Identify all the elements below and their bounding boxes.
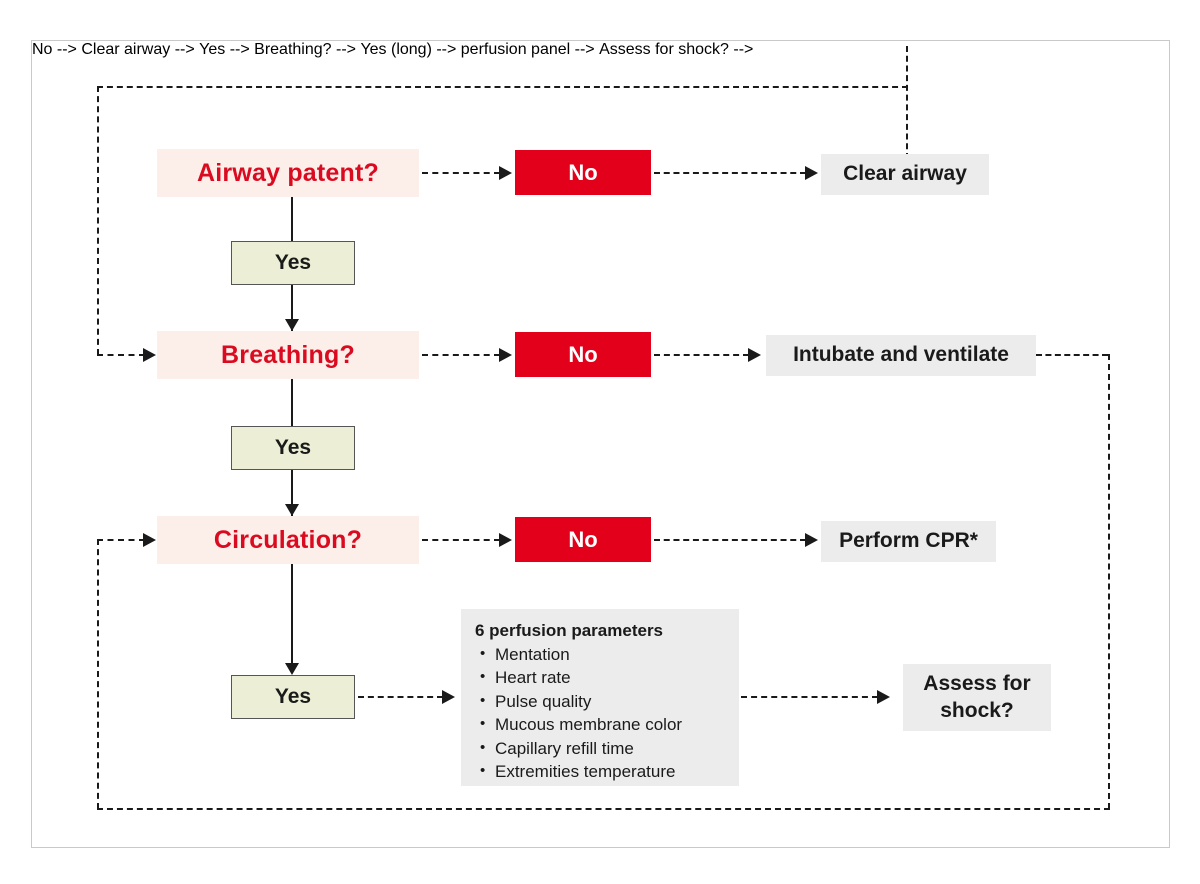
node-circulation-no[interactable]: No bbox=[515, 517, 651, 562]
node-airway-question[interactable]: Airway patent? bbox=[157, 149, 419, 197]
list-item: Pulse quality bbox=[480, 689, 723, 713]
loop-breathing-vertical-right bbox=[1108, 354, 1110, 809]
edge-no-to-cpr-arrowhead bbox=[805, 533, 818, 547]
node-breathing-yes[interactable]: Yes bbox=[231, 426, 355, 470]
edge-no-to-intubate-arrowhead bbox=[748, 348, 761, 362]
list-item: Mucous membrane color bbox=[480, 712, 723, 736]
loop-breathing-horizontal-out bbox=[1036, 354, 1108, 356]
list-item: Capillary refill time bbox=[480, 736, 723, 760]
edge-circulation-to-no-arrowhead bbox=[499, 533, 512, 547]
edge-breathing-to-yes bbox=[291, 379, 293, 431]
loop-airway-horizontal-in bbox=[97, 354, 145, 356]
edge-airway-to-no-arrowhead bbox=[499, 166, 512, 180]
edge-circulation-to-yes-arrowhead bbox=[285, 663, 299, 675]
node-breathing-question[interactable]: Breathing? bbox=[157, 331, 419, 379]
loop-airway-arrowhead bbox=[143, 348, 156, 362]
edge-perfusion-to-assess-arrowhead bbox=[877, 690, 890, 704]
loop-airway-vertical-right bbox=[906, 46, 908, 159]
edge-airway-to-no bbox=[422, 172, 500, 174]
edge-no-to-intubate bbox=[654, 354, 749, 356]
edge-circulation-to-yes bbox=[291, 564, 293, 672]
node-airway-yes[interactable]: Yes bbox=[231, 241, 355, 285]
diagram-frame: Airway patent? No --> No Clear airway --… bbox=[31, 40, 1170, 848]
list-item: Extremities temperature bbox=[480, 759, 723, 783]
edge-yes-to-circulation-arrowhead bbox=[285, 504, 299, 516]
edge-no-to-cpr bbox=[654, 539, 806, 541]
edge-perfusion-to-assess bbox=[741, 696, 878, 698]
edge-yes-to-breathing-arrowhead bbox=[285, 319, 299, 331]
loop-bottom-horizontal bbox=[97, 808, 1110, 810]
loop-airway-horizontal-top bbox=[97, 86, 908, 88]
node-airway-no[interactable]: No bbox=[515, 150, 651, 195]
node-assess-for-shock[interactable]: Assess for shock? bbox=[903, 664, 1051, 731]
node-perform-cpr[interactable]: Perform CPR* bbox=[821, 521, 996, 562]
assess-shock-line-2: shock? bbox=[940, 698, 1014, 722]
perfusion-parameter-list: Mentation Heart rate Pulse quality Mucou… bbox=[475, 642, 723, 783]
perfusion-panel-title: 6 perfusion parameters bbox=[475, 621, 664, 640]
loop-circulation-horizontal-in bbox=[97, 539, 145, 541]
edge-no-to-clear-airway bbox=[654, 172, 806, 174]
loop-circulation-arrowhead bbox=[143, 533, 156, 547]
node-intubate-ventilate[interactable]: Intubate and ventilate bbox=[766, 335, 1036, 376]
loop-bottom-vertical-left bbox=[97, 539, 99, 809]
node-circulation-question[interactable]: Circulation? bbox=[157, 516, 419, 564]
edge-breathing-to-no bbox=[422, 354, 500, 356]
edge-yes-to-breathing bbox=[291, 285, 293, 337]
edge-circulation-to-no bbox=[422, 539, 500, 541]
edge-yes-to-circulation bbox=[291, 470, 293, 522]
node-clear-airway[interactable]: Clear airway bbox=[821, 154, 989, 195]
edge-no-to-clear-airway-arrowhead bbox=[805, 166, 818, 180]
assess-shock-line-1: Assess for bbox=[923, 672, 1031, 696]
node-breathing-no[interactable]: No bbox=[515, 332, 651, 377]
edge-breathing-to-no-arrowhead bbox=[499, 348, 512, 362]
list-item: Heart rate bbox=[480, 665, 723, 689]
edge-yes-to-perfusion bbox=[358, 696, 443, 698]
node-circulation-yes[interactable]: Yes bbox=[231, 675, 355, 719]
loop-airway-vertical-left bbox=[97, 86, 99, 355]
edge-airway-to-yes bbox=[291, 197, 293, 249]
list-item: Mentation bbox=[480, 642, 723, 666]
edge-yes-to-perfusion-arrowhead bbox=[442, 690, 455, 704]
panel-perfusion-parameters: 6 perfusion parameters Mentation Heart r… bbox=[461, 609, 739, 786]
